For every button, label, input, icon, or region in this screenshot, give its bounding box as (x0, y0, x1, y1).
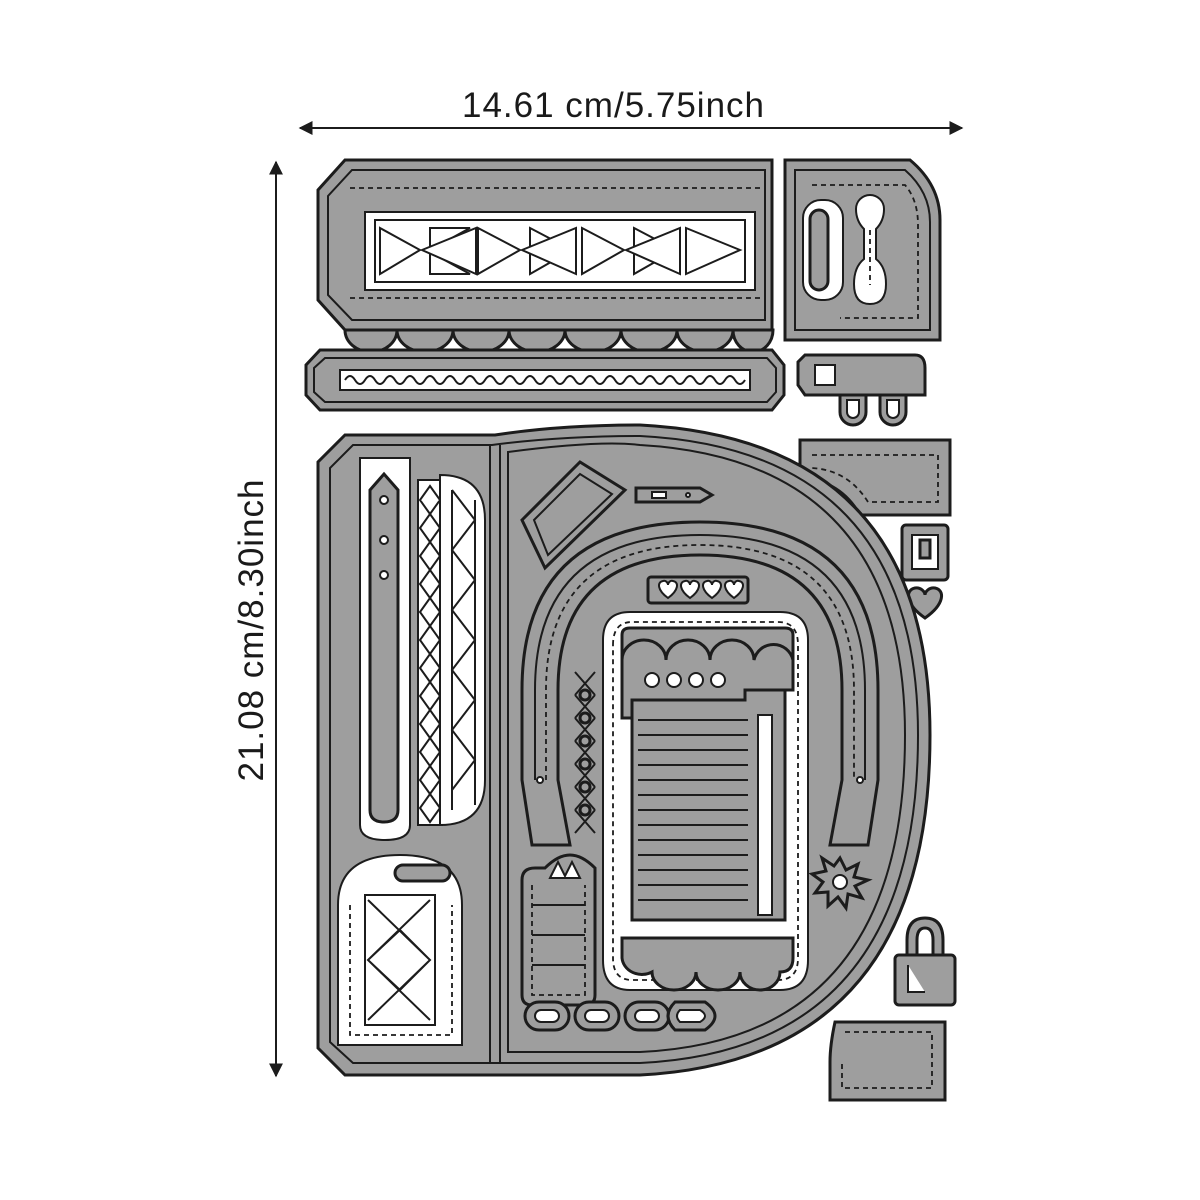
zipper-pull-panel (783, 158, 942, 342)
belt-strap (359, 457, 411, 842)
handle-tag (337, 853, 463, 1046)
width-dimension-label: 14.61 cm/5.75inch (462, 86, 766, 125)
diamond-chain-strip (417, 479, 443, 826)
arched-handle (520, 520, 880, 847)
zipper-strip (304, 348, 786, 412)
angled-strap (520, 460, 628, 571)
x-lattice (374, 219, 746, 283)
hearts-strip (646, 575, 750, 605)
truss-strap (439, 473, 486, 827)
notebook-pocket (602, 611, 809, 992)
buckle-loop (796, 353, 927, 427)
pocket-flap-bottom (828, 1020, 947, 1102)
label-tag (520, 853, 597, 1007)
notebook-lines (638, 719, 748, 901)
padlock-icon (893, 916, 957, 1007)
flower-icon (808, 854, 873, 912)
top-lattice-strap (316, 158, 775, 354)
buckle-icon (900, 523, 950, 582)
pin-strip (634, 486, 715, 504)
x-chain-strip (574, 671, 596, 834)
chain-icon (523, 1000, 717, 1032)
zipper-teeth (344, 375, 746, 385)
